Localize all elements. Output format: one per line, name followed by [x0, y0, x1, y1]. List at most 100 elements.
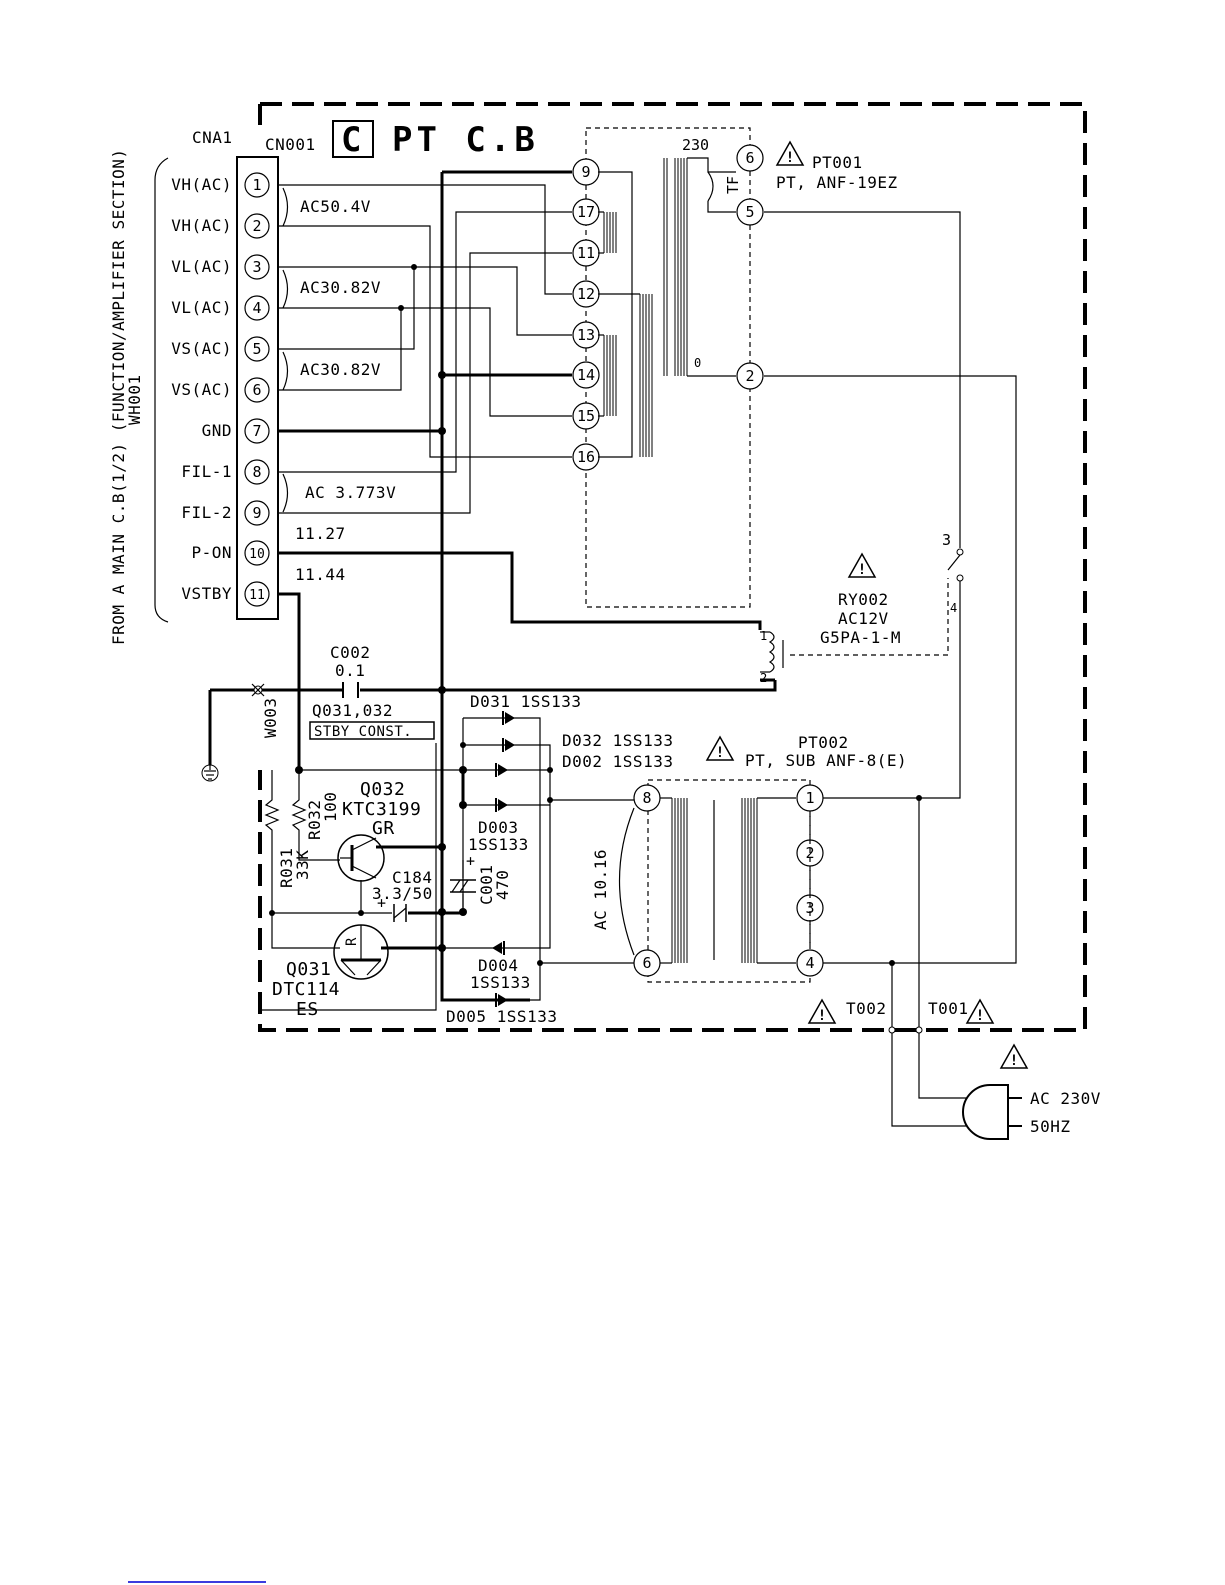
board-title: C PT C.B CN001 CNA1 [192, 120, 539, 160]
t002-label: T002 [846, 999, 887, 1018]
ry002-part: G5PA-1-M [820, 628, 901, 647]
cna1-wiring [208, 170, 777, 1002]
mains-frequency: 50HZ [1030, 1117, 1071, 1136]
stby-refs: Q031,032 [312, 701, 393, 720]
cna1-pin-1-number: 1 [252, 176, 261, 194]
ry002-coil-2: 2 [760, 671, 767, 685]
cna1-pin-label-2: VH(AC) [171, 216, 232, 235]
cna1-pin-7: 7 [244, 418, 270, 444]
cna1-pin-5-number: 5 [252, 340, 261, 358]
pt001-core [598, 157, 736, 458]
r031-resistor: R031 33K [264, 770, 340, 949]
cna1-pin-8-number: 8 [252, 463, 261, 481]
d002-diode [495, 763, 508, 777]
warning-icon: ! [847, 552, 877, 578]
voltage-vs: AC30.82V [300, 360, 381, 379]
cna1-pin-label-5: VS(AC) [171, 339, 232, 358]
r031-ref: R031 [277, 847, 296, 888]
c002-value: 0.1 [335, 661, 365, 680]
ry002-sw-3: 3 [942, 531, 951, 549]
pt002-windings [660, 797, 811, 964]
d004-label-a: D004 [478, 956, 519, 975]
pt001-secondary-pin-17-number: 17 [577, 203, 595, 221]
d005-label: D005 1SS133 [446, 1007, 557, 1026]
r032-value: 100 [321, 792, 340, 822]
warning-glyph: ! [818, 1008, 826, 1024]
cna1-pin-6: 6 [244, 377, 270, 403]
mains-section: T002 T001 AC 230V 50HZ [846, 798, 1100, 1140]
pt001-secondary-pin-11: 11 [572, 239, 600, 267]
source-label: FROM A MAIN C.B(1/2) (FUNCTION/AMPLIFIER… [109, 148, 169, 645]
voltage-vl: AC30.82V [300, 278, 381, 297]
cna1-pin-4: 4 [244, 295, 270, 321]
pt001-secondary-pin-9-number: 9 [581, 163, 590, 181]
d003-label-b: 1SS133 [468, 835, 529, 854]
svg-text:+: + [377, 894, 386, 912]
source-wire: WH001 [125, 374, 144, 425]
cna1-pin-11-number: 11 [249, 588, 265, 603]
cna1-pin-7-number: 7 [252, 422, 261, 440]
ground-icon [201, 764, 219, 782]
pt001-secondary-pin-14: 14 [572, 361, 600, 389]
pt002-pin-4: 4 [796, 949, 824, 977]
pt002-pin-3: 3 [796, 894, 824, 922]
cna1-pin-label-7: GND [202, 421, 232, 440]
q031-transistor: R Q031 DTC114 ES [272, 924, 442, 1020]
q031-ref: Q031 [286, 959, 331, 980]
cn001-label: CN001 [265, 135, 316, 154]
c002-capacitor: C002 0.1 [330, 643, 370, 698]
cna1-pin-label-3: VL(AC) [171, 257, 232, 276]
d031-label: D031 1SS133 [470, 692, 581, 711]
cna1-pin-2-number: 2 [252, 217, 261, 235]
warning-icon: ! [705, 735, 735, 761]
c184-ref: C184 [392, 868, 433, 887]
pt001-secondary-pin-17: 17 [572, 198, 600, 226]
board-name: PT C.B [392, 120, 539, 160]
cna1-pin-9-number: 9 [252, 504, 261, 522]
q031-part: DTC114 [272, 979, 340, 1000]
d005-diode [495, 993, 508, 1007]
cna1-pin-label-10: P-ON [191, 543, 232, 562]
footer-link-underline[interactable] [128, 1581, 266, 1583]
t001-label: T001 [928, 999, 969, 1018]
q032-part: KTC3199 [342, 799, 421, 820]
c184-capacitor: + C184 3.3/50 [272, 868, 463, 922]
voltage-vh: AC50.4V [300, 197, 371, 216]
cna1-pin-10: 10 [244, 540, 270, 566]
ry002-relay: 1 2 RY002 AC12V G5PA-1-M [760, 578, 949, 685]
cna1-label: CNA1 [192, 128, 233, 147]
svg-text:+: + [466, 852, 475, 870]
d032-label: D032 1SS133 [562, 731, 673, 750]
w003-jumper: W003 [251, 683, 280, 738]
ry002-coil-1: 1 [760, 629, 767, 643]
d003-diode [495, 798, 508, 812]
pt002-part: PT, SUB ANF-8(E) [745, 751, 907, 770]
cna1-pin-3-number: 3 [252, 258, 261, 276]
board-letter: C [341, 120, 365, 160]
cna1-pin-label-8: FIL-1 [181, 462, 232, 481]
pt002-pin-6: 6 [633, 949, 661, 977]
ry002-sw-4: 4 [950, 601, 957, 615]
cna1-pin-11: 11 [244, 581, 270, 607]
pt002-pin-6-number: 6 [642, 954, 651, 972]
pt001-secondary-pin-16: 16 [572, 443, 600, 471]
r031-value: 33K [293, 850, 312, 880]
q032-ref: Q032 [360, 779, 405, 800]
cna1-pin-4-number: 4 [252, 299, 261, 317]
pt001-secondary-pin-9: 9 [572, 158, 600, 186]
ry002-ref: RY002 [838, 590, 889, 609]
cna1-pin-label-4: VL(AC) [171, 298, 232, 317]
pt002-pin-4-number: 4 [805, 954, 814, 972]
q032-transistor: Q032 KTC3199 GR [337, 779, 442, 913]
w003-label: W003 [261, 697, 280, 738]
pt002-pin-3-number: 3 [805, 899, 814, 917]
pt001-primary-pin-6-number: 6 [745, 149, 754, 167]
warning-icon: ! [807, 998, 837, 1024]
warning-glyph: ! [716, 745, 724, 761]
pt002-pin-8-number: 8 [642, 789, 651, 807]
pt001-tap-230: 230 [682, 136, 709, 154]
q031-mark: R [344, 937, 360, 946]
cna1-pin-6-number: 6 [252, 381, 261, 399]
